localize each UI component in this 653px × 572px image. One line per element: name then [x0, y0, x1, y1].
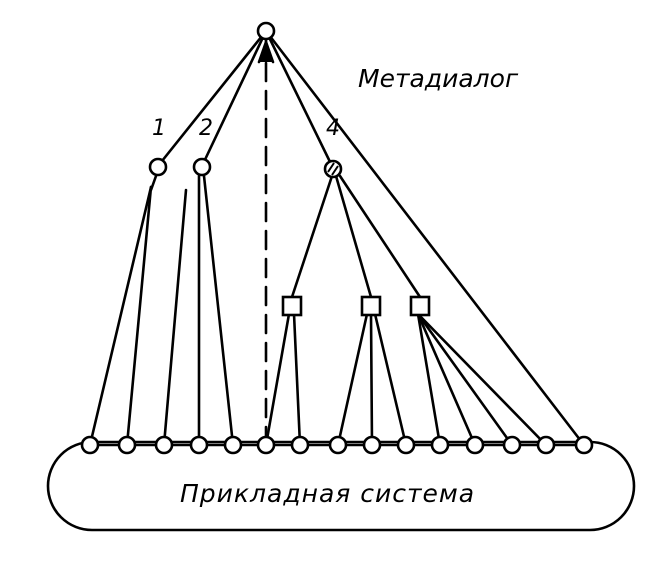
- system-node: [256, 435, 276, 455]
- edge-node1-stub: [149, 174, 158, 192]
- system-node: [290, 435, 310, 455]
- system-node: [362, 435, 382, 455]
- edge-node1-sys-a: [88, 185, 153, 447]
- metadialog-label: Метадиалог: [358, 64, 519, 93]
- system-node: [328, 435, 348, 455]
- node-2-label: 2: [199, 116, 213, 141]
- system-node: [502, 435, 522, 455]
- root-node: [256, 21, 276, 41]
- edge-square3-sys-d: [416, 312, 548, 447]
- edge-node2-sys-a: [162, 188, 188, 447]
- edge-node4-square3: [338, 174, 422, 299]
- edge-node4-square2: [334, 174, 373, 299]
- square-node-3: [409, 295, 431, 317]
- edge-root-node2: [200, 29, 268, 168]
- square-node-1: [281, 295, 303, 317]
- edge-node2-sys-c: [202, 174, 235, 447]
- system-node: [117, 435, 137, 455]
- edge-square2-sys-c: [373, 312, 408, 447]
- edge-square2-sys-b: [369, 312, 374, 447]
- edge-square1-sys-a: [264, 312, 291, 447]
- edge-root-node4: [264, 29, 335, 170]
- system-node: [430, 435, 450, 455]
- system-node: [536, 435, 556, 455]
- edge-root-node1: [156, 29, 268, 168]
- node-1: [148, 157, 168, 177]
- edge-node4-square1: [290, 174, 334, 299]
- edge-square3-sys-c: [416, 312, 514, 447]
- system-node: [154, 435, 174, 455]
- edge-node1-sys-b: [125, 185, 153, 447]
- node-4-label: 4: [326, 116, 340, 141]
- node-4: [323, 159, 343, 179]
- edge-square1-sys-b: [292, 312, 302, 447]
- system-node: [574, 435, 594, 455]
- node-2: [192, 157, 212, 177]
- edge-root-system: [264, 29, 586, 447]
- arrow-head-root: [257, 38, 275, 64]
- system-node: [465, 435, 485, 455]
- node-1-label: 1: [152, 116, 166, 141]
- node-4-hatch: [327, 162, 339, 176]
- system-node: [189, 435, 209, 455]
- edge-square3-sys-a: [416, 312, 442, 447]
- edge-square3-sys-b: [416, 312, 477, 447]
- edge-square2-sys-a: [336, 312, 369, 447]
- application-system-label: Прикладная система: [180, 479, 476, 508]
- system-node: [223, 435, 243, 455]
- square-node-2: [360, 295, 382, 317]
- system-node: [396, 435, 416, 455]
- system-node: [80, 435, 100, 455]
